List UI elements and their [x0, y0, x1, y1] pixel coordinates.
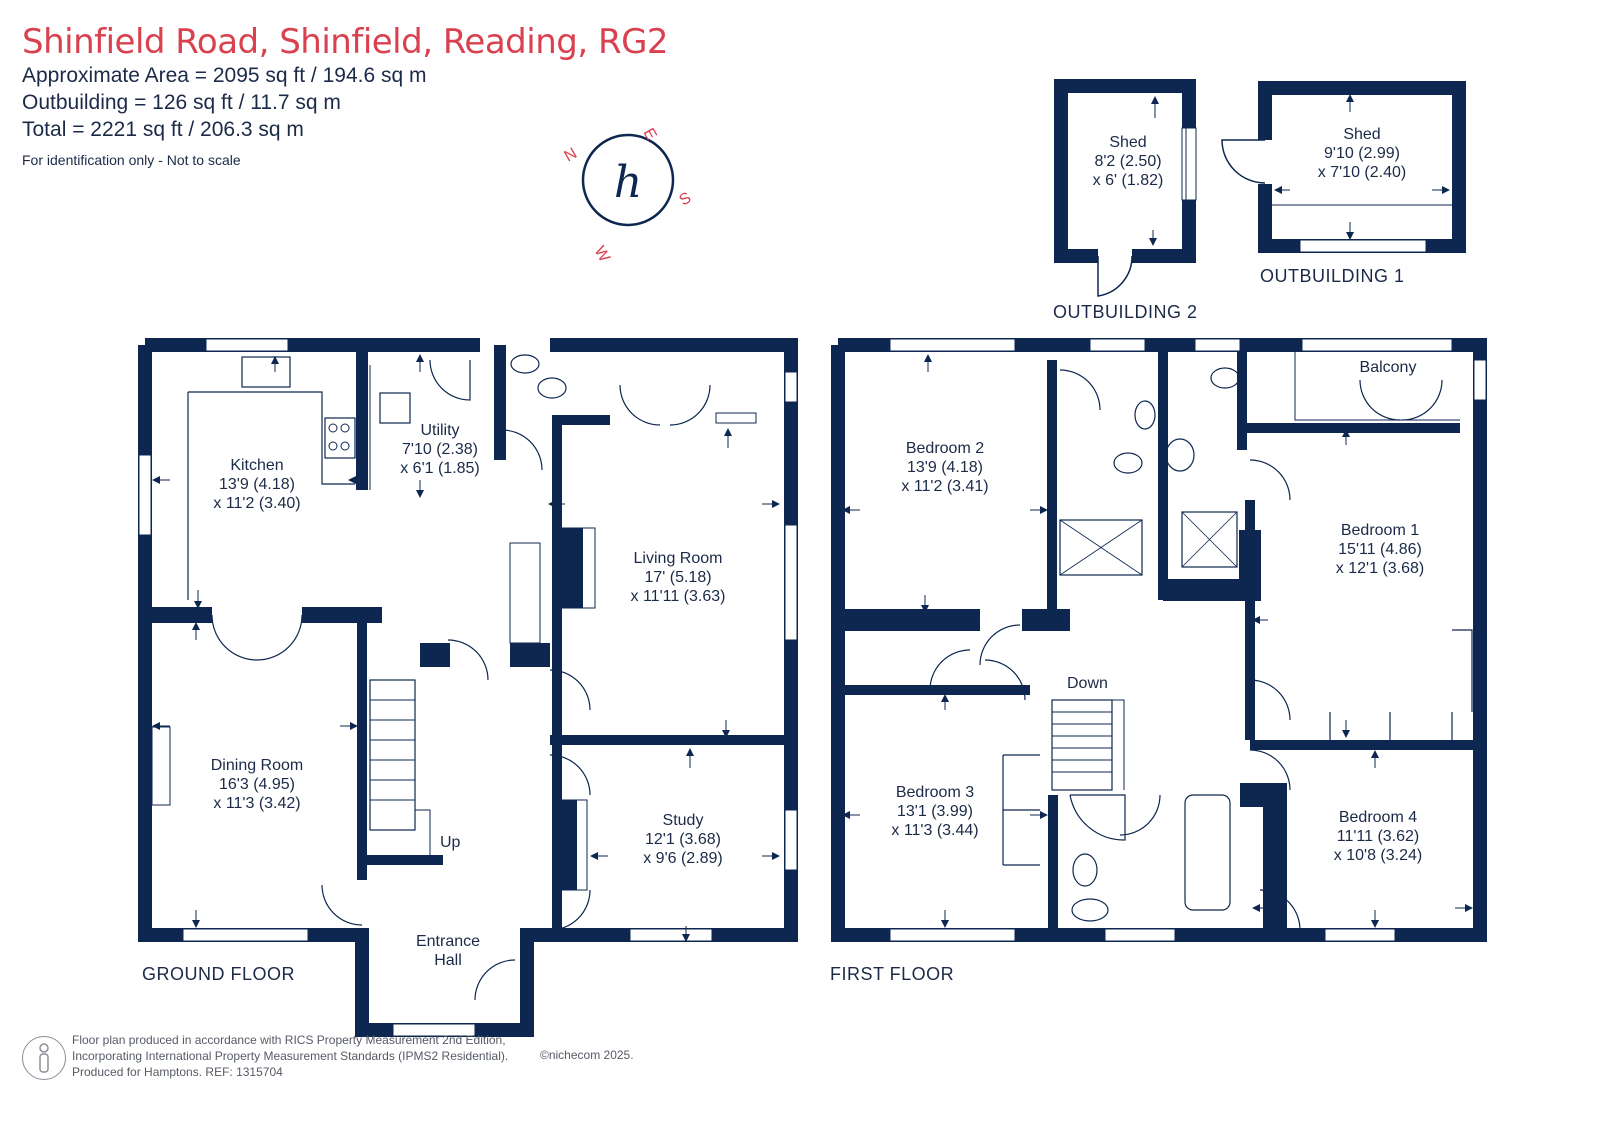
kitchen-name: Kitchen [230, 457, 283, 474]
ground-floor-details [138, 338, 798, 1037]
utility-dim1: 7'10 (2.38) [402, 441, 478, 458]
ground-floor-labels: Kitchen 13'9 (4.18) x 11'2 (3.40) Utilit… [142, 422, 725, 984]
bed1-dim1: 15'11 (4.86) [1338, 541, 1422, 558]
compass-w: W [591, 244, 614, 266]
utility-name: Utility [420, 422, 459, 439]
ob2-shed-name: Shed [1109, 134, 1146, 151]
bed3-name: Bedroom 3 [896, 784, 974, 801]
kitchen-dim1: 13'9 (4.18) [219, 476, 295, 493]
info-person-icon [22, 1036, 66, 1080]
footer-text: Floor plan produced in accordance with R… [72, 1032, 508, 1080]
utility-dim2: x 6'1 (1.85) [400, 460, 480, 477]
hall-line1: Entrance [416, 933, 480, 950]
compass-n: N [562, 145, 581, 166]
study-name: Study [663, 812, 704, 829]
outbuilding-2: Shed 8'2 (2.50) x 6' (1.82) OUTBUILDING … [1053, 79, 1198, 322]
ob1-shed-name: Shed [1343, 126, 1380, 143]
ob2-shed-dim1: 8'2 (2.50) [1094, 153, 1161, 170]
first-floor-details [842, 338, 1487, 942]
dining-dim1: 16'3 (4.95) [219, 776, 295, 793]
outbuilding-2-label: OUTBUILDING 2 [1053, 302, 1198, 322]
ob1-shed-dim2: x 7'10 (2.40) [1318, 164, 1406, 181]
bed4-name: Bedroom 4 [1339, 809, 1417, 826]
bed4-dim2: x 10'8 (3.24) [1334, 847, 1422, 864]
dining-name: Dining Room [211, 757, 303, 774]
footer-line3: Produced for Hamptons. REF: 1315704 [72, 1065, 283, 1079]
ob1-shed-dim1: 9'10 (2.99) [1324, 145, 1400, 162]
study-dim2: x 9'6 (2.89) [643, 850, 723, 867]
stairs-down-label: Down [1067, 675, 1108, 692]
compass: h N E S W [562, 126, 695, 266]
first-floor-labels: Bedroom 2 13'9 (4.18) x 11'2 (3.41) Bedr… [830, 359, 1424, 984]
outbuilding-1-label: OUTBUILDING 1 [1260, 266, 1405, 286]
approx-area: Approximate Area = 2095 sq ft / 194.6 sq… [22, 64, 427, 87]
copyright: ©nichecom 2025. [540, 1048, 634, 1062]
property-title: Shinfield Road, Shinfield, Reading, RG2 [22, 22, 669, 62]
outbuilding-area: Outbuilding = 126 sq ft / 11.7 sq m [22, 91, 341, 114]
disclaimer: For identification only - Not to scale [22, 152, 241, 168]
bed3-dim1: 13'1 (3.99) [897, 803, 973, 820]
bed4-dim1: 11'11 (3.62) [1337, 828, 1420, 845]
bed2-dim1: 13'9 (4.18) [907, 459, 983, 476]
compass-logo: h [614, 157, 642, 208]
balcony-label: Balcony [1360, 359, 1417, 376]
hall-line2: Hall [434, 952, 462, 969]
compass-ring [581, 133, 675, 227]
dining-dim2: x 11'3 (3.42) [213, 795, 300, 812]
living-name: Living Room [634, 550, 723, 567]
bed3-dim2: x 11'3 (3.44) [891, 822, 978, 839]
study-dim1: 12'1 (3.68) [645, 831, 721, 848]
footer-line1: Floor plan produced in accordance with R… [72, 1033, 506, 1047]
compass-s: S [677, 189, 695, 209]
ground-floor-label: GROUND FLOOR [142, 964, 295, 984]
first-floor-label: FIRST FLOOR [830, 964, 954, 984]
footer-line2: Incorporating International Property Mea… [72, 1049, 509, 1063]
bed1-name: Bedroom 1 [1341, 522, 1419, 539]
kitchen-dim2: x 11'2 (3.40) [213, 495, 300, 512]
living-dim2: x 11'11 (3.63) [631, 588, 726, 605]
total-area: Total = 2221 sq ft / 206.3 sq m [22, 118, 304, 141]
bed2-dim2: x 11'2 (3.41) [901, 478, 988, 495]
bed1-dim2: x 12'1 (3.68) [1336, 560, 1424, 577]
stairs-up-label: Up [440, 834, 461, 851]
bed2-name: Bedroom 2 [906, 440, 984, 457]
living-dim1: 17' (5.18) [644, 569, 711, 586]
ob2-shed-dim2: x 6' (1.82) [1093, 172, 1164, 189]
outbuilding-1: Shed 9'10 (2.99) x 7'10 (2.40) OUTBUILDI… [1221, 81, 1466, 286]
